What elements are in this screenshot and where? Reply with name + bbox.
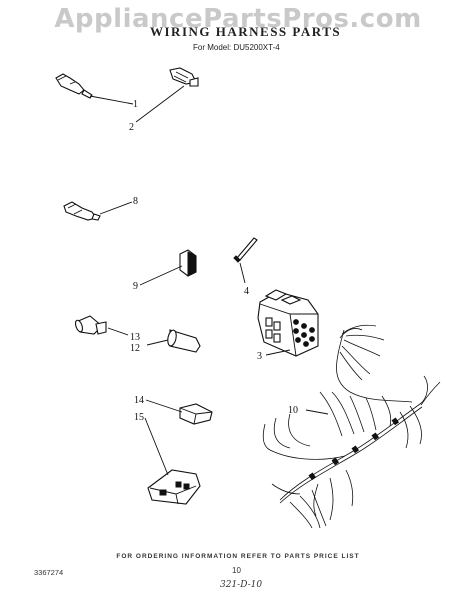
- page-number: 10: [232, 566, 241, 575]
- handwritten-code: 321-D-10: [220, 580, 263, 590]
- page-title: WIRING HARNESS PARTS: [150, 24, 342, 39]
- document-number: 3367274: [34, 568, 64, 577]
- part-3-connector-block[interactable]: [257, 289, 319, 357]
- leader-line-1: [89, 95, 134, 105]
- part-10-wiring-harness[interactable]: [262, 324, 441, 529]
- part-1-terminal[interactable]: [55, 73, 93, 99]
- leader-line-15: [144, 417, 169, 476]
- callout-4: 4: [244, 286, 249, 297]
- callout-13: 13: [130, 332, 140, 343]
- part-15-housing[interactable]: [147, 469, 201, 505]
- leader-line-10: [305, 409, 329, 415]
- callout-9: 9: [133, 281, 138, 292]
- part-2-connector[interactable]: [169, 67, 199, 87]
- callout-3: 3: [257, 351, 262, 362]
- leader-line-13: [107, 327, 129, 336]
- part-4-pin[interactable]: [233, 237, 258, 263]
- callout-1: 1: [133, 99, 138, 110]
- callout-10: 10: [288, 405, 298, 416]
- leader-line-8: [99, 201, 133, 215]
- model-subtitle: For Model: DU5200XT-4: [193, 43, 280, 52]
- part-8-terminal[interactable]: [63, 201, 101, 221]
- watermark: AppliancePartsPros.com: [54, 4, 422, 34]
- callout-14: 14: [134, 395, 144, 406]
- leader-line-4: [239, 262, 246, 284]
- part-9-plug[interactable]: [179, 249, 197, 277]
- part-14-connector[interactable]: [179, 403, 213, 425]
- callout-15: 15: [134, 412, 144, 423]
- leader-line-2: [135, 85, 185, 123]
- leader-line-12: [146, 339, 169, 346]
- ordering-information-note: FOR ORDERING INFORMATION REFER TO PARTS …: [116, 553, 360, 560]
- callout-2: 2: [129, 122, 134, 133]
- leader-line-14: [145, 399, 183, 413]
- callout-12: 12: [130, 343, 140, 354]
- callout-8: 8: [133, 196, 138, 207]
- part-13-terminal[interactable]: [74, 315, 107, 335]
- part-12-sleeve[interactable]: [166, 329, 201, 353]
- leader-line-3: [265, 349, 291, 356]
- leader-line-9: [139, 265, 183, 286]
